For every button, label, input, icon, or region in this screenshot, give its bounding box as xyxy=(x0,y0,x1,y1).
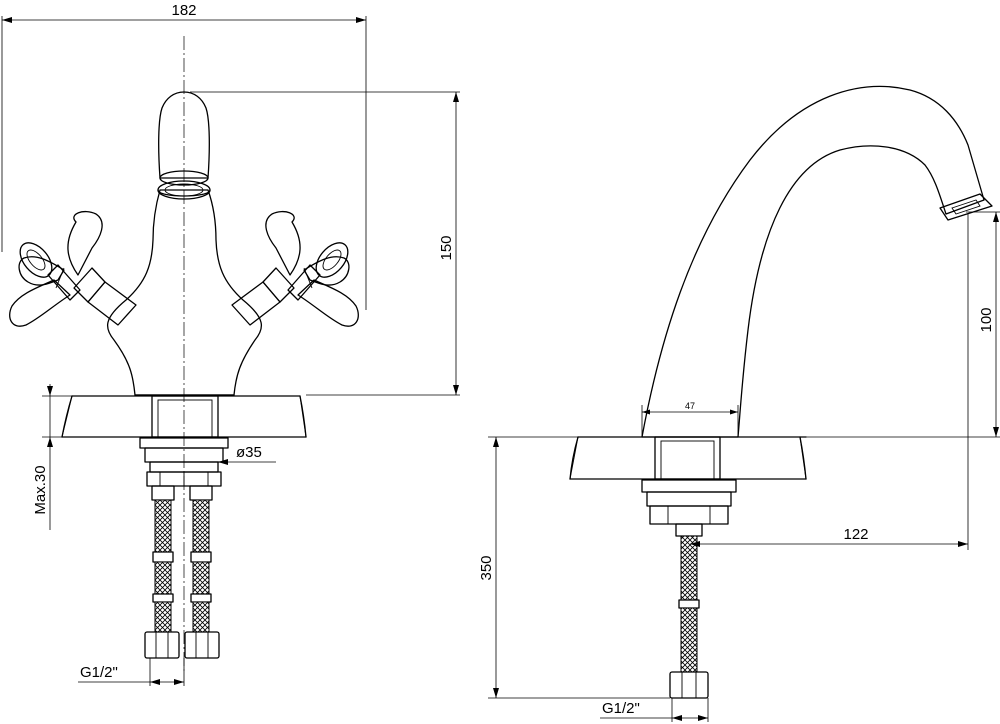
side-view: 47 100 122 350 xyxy=(478,85,1000,722)
front-right-handle xyxy=(231,210,359,327)
side-mounting-nut xyxy=(641,479,737,537)
dim-front-height: 150 xyxy=(190,91,460,396)
side-spout xyxy=(641,85,993,438)
dim-thread-side: G1/2" xyxy=(600,698,709,722)
dim-spout-reach-label: 122 xyxy=(843,526,868,543)
dim-thread-front-label: G1/2" xyxy=(80,664,118,681)
dim-pipe-diameter: ø35 xyxy=(218,444,276,465)
front-view: 182 150 ø35 Max.30 xyxy=(1,2,460,686)
side-countertop xyxy=(569,436,807,480)
dim-thread-front: G1/2" xyxy=(78,658,185,686)
dim-max-thickness: Max.30 xyxy=(32,384,72,530)
dim-front-width: 182 xyxy=(1,2,367,310)
dim-base-width-label: 47 xyxy=(685,401,695,411)
dim-base-width: 47 xyxy=(641,401,739,437)
dim-spout-reach: 122 xyxy=(690,214,969,550)
dim-max-thickness-label: Max.30 xyxy=(32,465,49,514)
front-left-handle xyxy=(9,210,137,327)
dim-pipe-diameter-label: ø35 xyxy=(236,444,262,461)
front-hoses xyxy=(144,485,220,659)
dim-spout-height-label: 100 xyxy=(978,307,995,332)
dim-front-width-label: 182 xyxy=(171,2,196,19)
dim-hose-length: 350 xyxy=(478,436,670,699)
dim-spout-height: 100 xyxy=(806,211,1000,438)
dim-hose-length-label: 350 xyxy=(478,555,495,580)
dim-front-height-label: 150 xyxy=(438,235,455,260)
side-hose xyxy=(669,535,709,699)
dim-thread-side-label: G1/2" xyxy=(602,700,640,717)
front-faucet-body xyxy=(106,91,263,396)
